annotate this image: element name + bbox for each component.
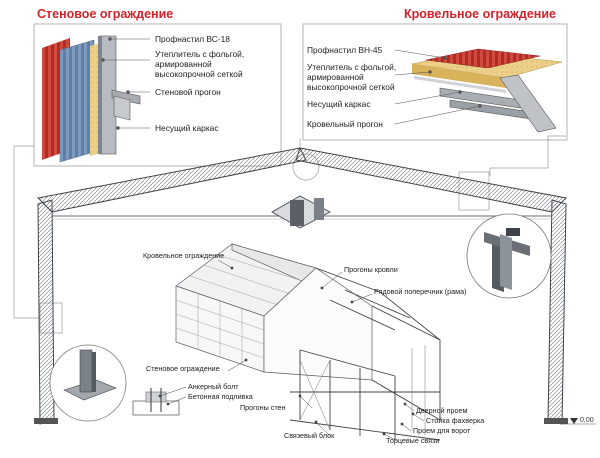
wall-label-sheet: Профнастил ВС-18 bbox=[155, 34, 230, 44]
building-3d bbox=[175, 243, 441, 441]
label-gate-opening: Проем для ворот bbox=[413, 426, 471, 435]
label-frame: Рядовой поперечник (рама) bbox=[374, 287, 467, 296]
wall-label-girt: Стеновой прогон bbox=[155, 87, 221, 97]
frame-right-rafter bbox=[295, 147, 568, 213]
wall-girt bbox=[111, 89, 141, 105]
label-end-bracing: Торцевые связи bbox=[386, 436, 439, 445]
label-gable-post: Стойка фахверка bbox=[426, 416, 484, 425]
roof-label-insulation-2: армированной bbox=[307, 72, 364, 82]
label-grout: Бетонная подливка bbox=[188, 392, 253, 401]
wall-profiled-sheet bbox=[59, 39, 95, 163]
label-door-opening: Дверной проем bbox=[416, 406, 467, 415]
wall-girt-bracket bbox=[113, 95, 131, 121]
label-anchor-bolt: Анкерный болт bbox=[188, 382, 239, 391]
roof-insulation-side bbox=[412, 64, 506, 88]
elevation-value: 0,00 bbox=[580, 417, 594, 424]
ridge-detail bbox=[271, 195, 331, 229]
roof-label-insulation-3: высокопрочной сеткой bbox=[307, 82, 395, 92]
wall-label-frame: Несущий каркас bbox=[155, 123, 219, 133]
roof-rafter bbox=[499, 74, 557, 133]
base-detail bbox=[49, 344, 127, 422]
roof-label-purlin: Кровельный прогон bbox=[307, 119, 383, 129]
roof-foil bbox=[414, 76, 506, 93]
building-labels: Кровельное ограждение Прогоны кровли Ряд… bbox=[143, 251, 484, 445]
roof-inset: Профнастил ВН-45 Утеплитель с фольгой, а… bbox=[302, 23, 568, 141]
wall-label-insulation-1: Утеплитель с фольгой, bbox=[155, 49, 244, 59]
label-roof-cladding: Кровельное ограждение bbox=[143, 251, 224, 260]
label-wall-girts: Прогоны стен bbox=[240, 403, 286, 412]
portal-frame bbox=[34, 147, 568, 425]
elevation-mark: 0,00 bbox=[560, 417, 596, 425]
triangle-down-icon bbox=[570, 418, 578, 424]
wall-heading: Стеновое ограждение bbox=[37, 7, 173, 21]
roof-heading: Кровельное ограждение bbox=[404, 7, 556, 21]
label-wall-cladding: Стеновое ограждение bbox=[146, 364, 220, 373]
roof-label-sheet: Профнастил ВН-45 bbox=[307, 45, 383, 55]
wall-label-insulation-3: высокопрочной сеткой bbox=[155, 69, 243, 79]
wall-column-flange bbox=[98, 36, 102, 154]
label-bracing-block: Связевый блок bbox=[284, 431, 335, 440]
roof-profiled-sheet bbox=[425, 48, 541, 69]
knee-detail bbox=[466, 213, 552, 299]
roof-label-frame: Несущий каркас bbox=[307, 99, 371, 109]
frame-right-column bbox=[547, 199, 567, 425]
wall-inset: Профнастил ВС-18 Утеплитель с фольгой, а… bbox=[33, 23, 282, 167]
roof-label-insulation-1: Утеплитель с фольгой, bbox=[307, 62, 396, 72]
connector-lines bbox=[13, 135, 566, 334]
building-leaders bbox=[158, 259, 425, 442]
label-roof-purlins: Прогоны кровли bbox=[344, 265, 398, 274]
wall-label-insulation-2: армированной bbox=[155, 59, 212, 69]
